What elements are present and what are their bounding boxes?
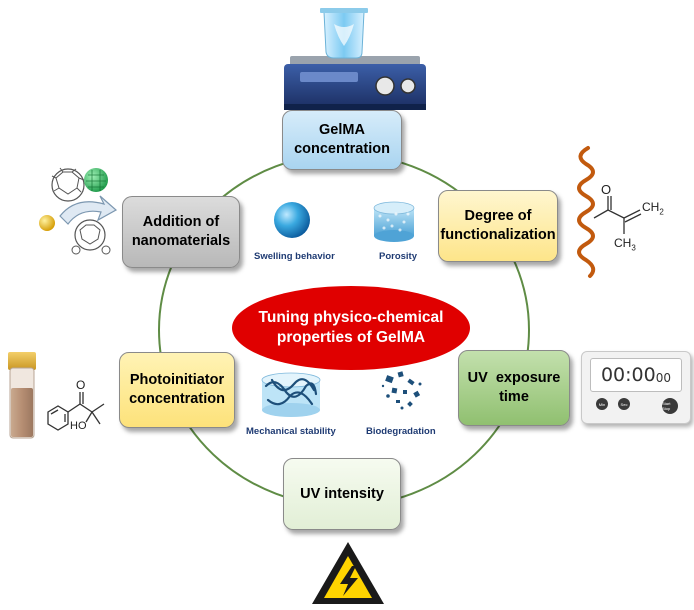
timer-main-digits: 00:00 (600, 364, 656, 386)
uv-exposure-time-line1: UV exposure (467, 370, 561, 386)
photoinitiator-oxygen-label: O (76, 378, 85, 392)
ch3-text: CH (614, 236, 632, 250)
photoinitiator-oxygen-text: O (76, 378, 86, 392)
photoinitiator-concentration-line2: concentration (129, 391, 225, 407)
hydroxyl-text: HO (70, 420, 87, 432)
ch3-subscript: 3 (631, 243, 636, 253)
nanomaterials-icon (39, 167, 118, 255)
timer-small-digits: 00 (655, 370, 672, 385)
addition-of-nanomaterials-line1: Addition of (142, 214, 220, 230)
uv-exposure-time-line2: time (499, 389, 529, 405)
addition-of-nanomaterials-box: Addition of nanomaterials (122, 196, 240, 268)
photoinitiator-concentration-box: Photoinitiator concentration (119, 352, 235, 428)
biodegradation-fragments-icon (381, 371, 422, 410)
degree-of-functionalization-line1: Degree of (464, 208, 532, 224)
mechanical-stability-label: Mechanical stability (246, 426, 336, 437)
photoinitiator-vial-icon (8, 352, 36, 439)
ch2-label: CH2 (642, 200, 664, 216)
carbonyl-oxygen-label: O (601, 182, 611, 197)
warning-sign-icon (312, 542, 384, 604)
timer-sec-button: Sec (618, 398, 630, 410)
ch3-label: CH3 (614, 236, 636, 252)
central-topic-line2: properties of GelMA (276, 329, 426, 346)
timer-start-stop-button: Start Stop (662, 398, 678, 414)
gelma-concentration-line1: GelMA (319, 122, 365, 138)
hydroxyl-label: HO (70, 420, 87, 432)
swelling-behavior-label: Swelling behavior (254, 251, 335, 262)
biodegradation-label: Biodegradation (366, 426, 436, 437)
ch2-text: CH (642, 200, 660, 214)
photoinitiator-structure-icon (47, 392, 105, 431)
central-topic-ellipse: Tuning physico-chemical properties of Ge… (232, 286, 470, 370)
central-topic-line1: Tuning physico-chemical (258, 309, 444, 326)
methacrylate-structure-icon (577, 146, 642, 278)
gelma-concentration-box: GelMA concentration (282, 110, 402, 170)
ch2-subscript: 2 (659, 207, 664, 217)
swelling-sphere-icon (274, 202, 310, 238)
gelma-concentration-line2: concentration (294, 141, 390, 157)
degree-of-functionalization-line2: functionalization (440, 227, 556, 243)
mechanical-network-icon (261, 372, 321, 417)
timer-min-button: Min (596, 398, 608, 410)
degree-of-functionalization-box: Degree of functionalization (438, 190, 558, 262)
carbonyl-oxygen-text: O (601, 182, 612, 197)
porosity-label: Porosity (379, 251, 418, 262)
uv-intensity-label: UV intensity (300, 485, 384, 502)
uv-intensity-box: UV intensity (283, 458, 401, 530)
uv-exposure-time-box: UV exposure time (458, 350, 570, 426)
porosity-scaffold-icon (373, 201, 415, 242)
addition-of-nanomaterials-line2: nanomaterials (131, 233, 231, 249)
photoinitiator-concentration-line1: Photoinitiator (129, 372, 225, 388)
hotplate-stirrer-icon (284, 8, 426, 110)
